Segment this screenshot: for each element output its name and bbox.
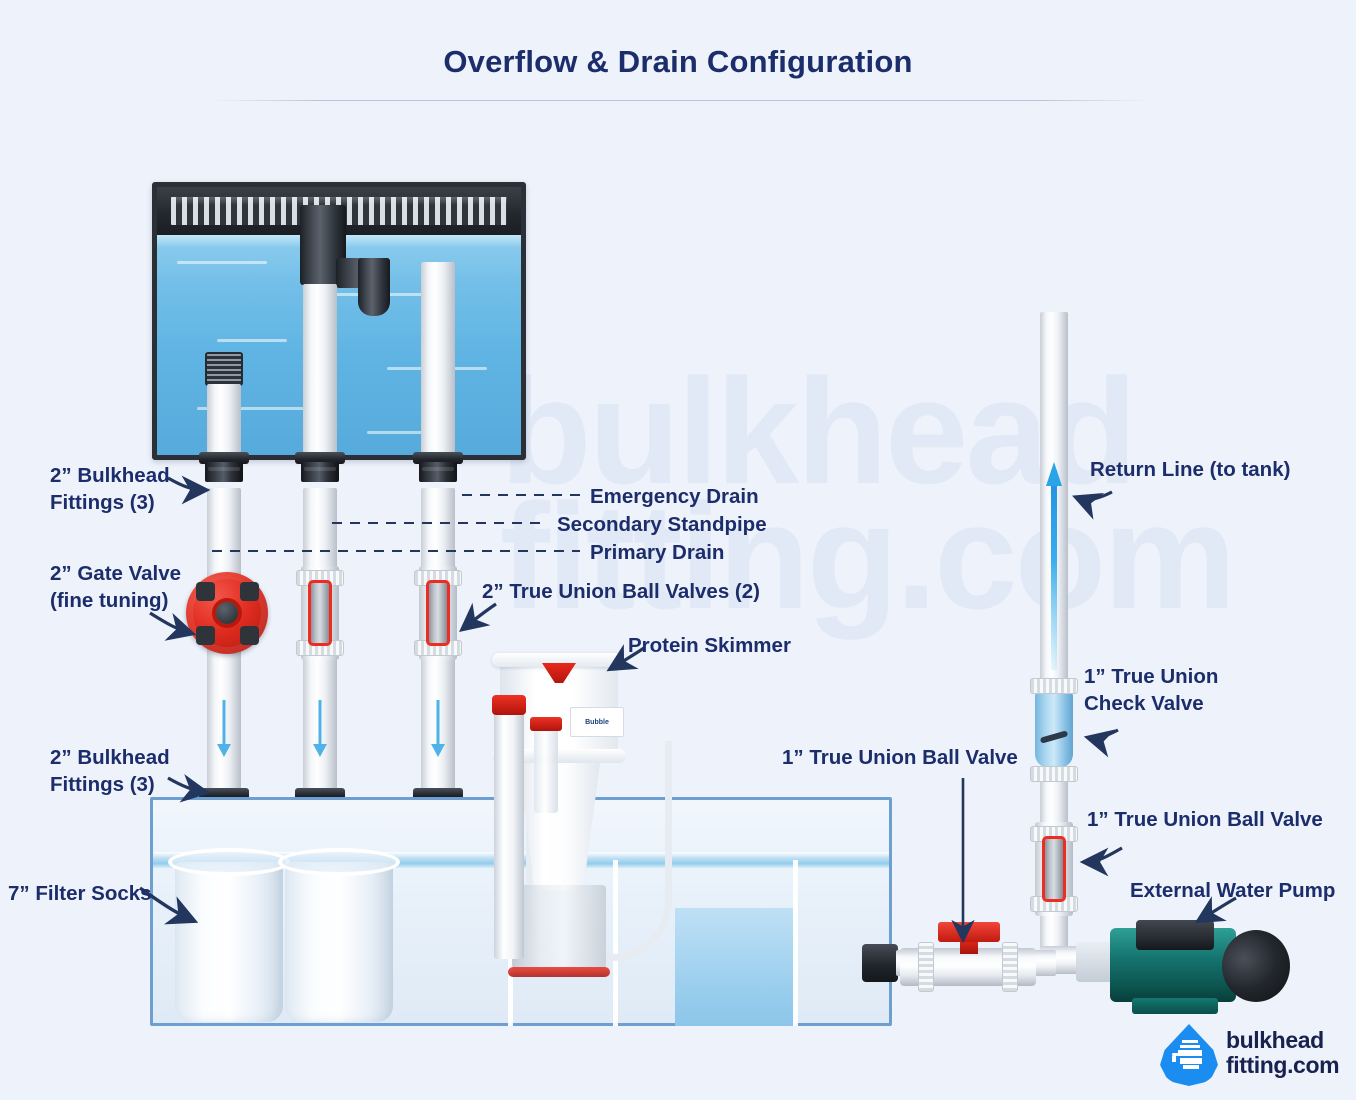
gate-valve-spoke-gap [239, 581, 259, 601]
primary-drain-pipe-in-tank [421, 262, 455, 462]
brand-line-2-wrap: fitting.com [1226, 1051, 1340, 1078]
pump-inlet-port [1076, 942, 1116, 982]
label-secondary-standpipe: Secondary Standpipe [557, 513, 767, 536]
secondary-standpipe-upper [303, 488, 337, 572]
bulkhead-fitting-icon [1172, 1040, 1206, 1070]
label-filter-socks: 7” Filter Socks [8, 882, 152, 905]
title-divider [210, 100, 1150, 101]
sump-return-chamber [675, 908, 795, 1026]
bulkhead-fitting-tank-primary [413, 452, 463, 482]
gate-valve-spoke-gap [239, 625, 259, 645]
label-check-valve-1in: 1” True Union Check Valve [1084, 665, 1219, 716]
emergency-drain-pipe-upper [207, 488, 241, 580]
primary-drain-pipe-lower [421, 656, 455, 796]
skimmer-gauge-cap [530, 717, 562, 731]
gate-valve-hub [216, 602, 238, 624]
bulkhead-fitting-tank-secondary [295, 452, 345, 482]
skimmer-level-gauge [534, 727, 558, 813]
bulkhead-nut [419, 462, 457, 482]
label-external-water-pump: External Water Pump [1130, 879, 1336, 902]
label-protein-skimmer: Protein Skimmer [628, 634, 791, 657]
emergency-drain-pipe-in-tank [207, 384, 241, 462]
brand-suffix: .com [1287, 1051, 1340, 1078]
label-return-line: Return Line (to tank) [1090, 458, 1291, 481]
label-gate-valve: 2” Gate Valve (fine tuning) [50, 562, 182, 613]
brand-line-1: bulkhead [1226, 1027, 1324, 1053]
true-union-ball-valve-2in-secondary[interactable] [296, 566, 344, 660]
skimmer-drain-hose [598, 741, 672, 961]
union-nut-top [1030, 678, 1078, 694]
page-title: Overflow & Drain Configuration [443, 44, 913, 79]
durso-standpipe-elbow-down [358, 258, 390, 316]
bulkhead-fitting-tank-emergency [199, 452, 249, 482]
valve-stem [960, 940, 978, 954]
label-bulkhead-fittings-top: 2” Bulkhead Fittings (3) [50, 464, 170, 515]
secondary-standpipe-lower [303, 656, 337, 796]
true-union-ball-valve-1in-horizontal[interactable] [900, 922, 1036, 992]
external-water-pump [1076, 920, 1300, 1024]
label-bulkhead-fittings-bottom: 2” Bulkhead Fittings (3) [50, 746, 170, 797]
emergency-drain-strainer [205, 352, 243, 386]
valve-handle[interactable] [938, 922, 1000, 942]
label-emergency-drain: Emergency Drain [590, 485, 759, 508]
union-nut-right [1002, 942, 1018, 992]
bulkhead-nut [205, 462, 243, 482]
valve-handle[interactable] [308, 580, 332, 646]
brand-line-2: fitting [1226, 1051, 1288, 1078]
arrow-true-union-ball-valves-2in [459, 602, 497, 632]
label-ball-valve-1in-left: 1” True Union Ball Valve [782, 746, 1018, 769]
skimmer-cup-lid [492, 653, 626, 667]
valve-handle[interactable] [426, 580, 450, 646]
return-line-pipe-lower [1040, 914, 1068, 952]
skimmer-body-plate [492, 749, 626, 763]
watermark-line-2: fitting.com [500, 472, 1237, 640]
skimmer-brand-label: Bubble [570, 707, 624, 737]
label-primary-drain: Primary Drain [590, 541, 725, 564]
true-union-ball-valve-2in-primary[interactable] [414, 566, 462, 660]
return-line-pipe-mid [1040, 776, 1068, 828]
label-ball-valve-1in-right: 1” True Union Ball Valve [1087, 808, 1323, 831]
comb-highlight [171, 197, 507, 205]
filter-sock-collar [278, 848, 400, 876]
label-true-union-ball-valves-2in: 2” True Union Ball Valves (2) [482, 580, 760, 603]
skimmer-feet [508, 967, 610, 977]
true-union-ball-valve-1in-vertical[interactable] [1030, 822, 1078, 916]
watermark-line-1: bulkhead [500, 347, 1137, 515]
pump-junction-box [1136, 920, 1214, 950]
union-nut-bottom [1030, 766, 1078, 782]
sump-baffle [793, 860, 798, 1026]
filter-sock-collar [168, 848, 290, 876]
arrow-gate-valve [149, 611, 197, 641]
emergency-drain-pipe-lower [207, 646, 241, 796]
secondary-standpipe-pipe-in-tank [303, 284, 337, 462]
return-line-pipe-upper [1040, 312, 1068, 684]
skimmer-riser-cap [492, 695, 526, 715]
primary-drain-pipe-upper [421, 488, 455, 572]
skimmer-riser-tube [494, 707, 524, 959]
filter-sock-right [278, 848, 400, 1022]
gate-valve-2in[interactable] [186, 572, 268, 654]
union-nut-left [918, 942, 934, 992]
skimmer-pump-base [512, 885, 606, 969]
brand-logo[interactable]: bulkhead fitting.com [1160, 1022, 1340, 1088]
brand-wordmark: bulkhead fitting.com [1226, 1027, 1340, 1078]
pump-mounting-foot [1132, 998, 1218, 1014]
arrow-ball-valve-1in-right [1079, 846, 1123, 877]
bulkhead-flange [295, 452, 345, 464]
gate-valve-spoke-gap [195, 581, 215, 601]
bulkhead-flange [199, 452, 249, 464]
pump-motor-endcap [1222, 930, 1290, 1002]
bulkhead-nut [301, 462, 339, 482]
filter-sock-left [168, 848, 290, 1022]
valve-handle[interactable] [1042, 836, 1066, 902]
check-valve-body [1035, 692, 1073, 768]
true-union-check-valve-1in[interactable] [1030, 678, 1078, 782]
protein-skimmer: Bubble [470, 645, 672, 1015]
arrow-check-valve [1083, 728, 1119, 758]
bulkhead-fitting-sump-outlet [862, 944, 898, 982]
bulkhead-flange [413, 452, 463, 464]
gate-valve-spoke-gap [195, 625, 215, 645]
